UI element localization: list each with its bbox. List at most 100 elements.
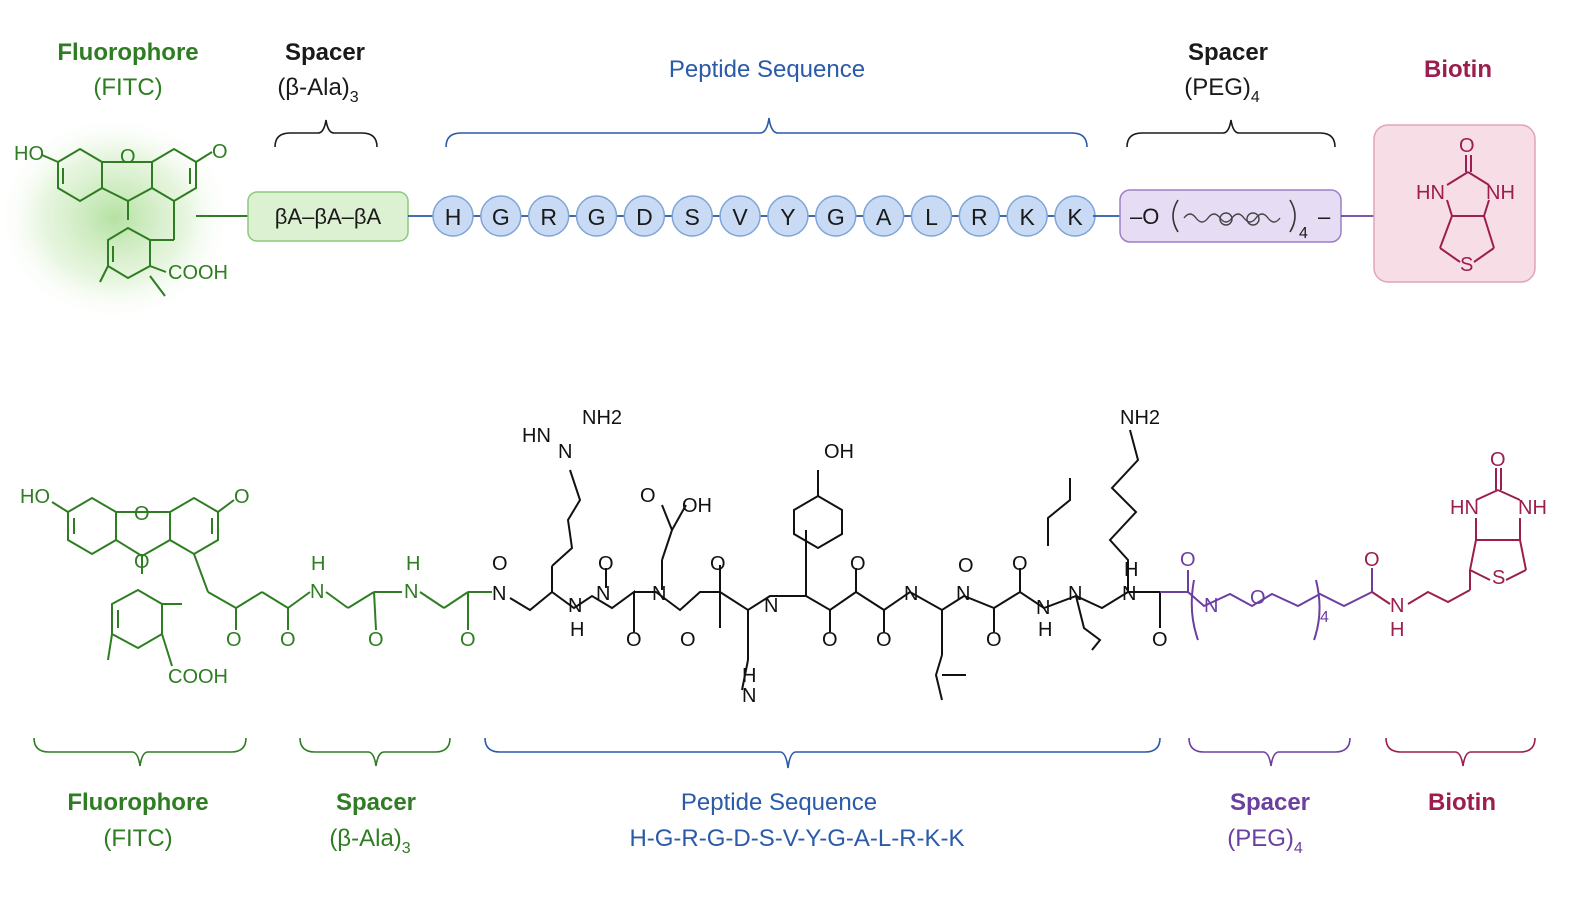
bottom-fluorophore-title: Fluorophore: [67, 789, 208, 816]
bottom-fitc-atom-o-ring1: O: [134, 503, 150, 525]
bottom-atom-nh2-lys: NH2: [1120, 407, 1160, 429]
bottom-beta-atom-o2: O: [280, 629, 296, 651]
svg-text:O: O: [680, 629, 696, 651]
residue-circle: [815, 195, 857, 237]
top-spacer1-subtitle: (β-Ala)3: [277, 74, 358, 106]
top-fitc-atom-ho: HO: [14, 143, 44, 165]
residue-label: S: [685, 204, 700, 230]
svg-text:O: O: [876, 629, 892, 651]
bottom-peptide-title: Peptide Sequence: [681, 789, 877, 816]
top-biotin-atom-nh: NH: [1486, 182, 1515, 204]
bottom-peptide-sequence: H-G-R-G-D-S-V-Y-G-A-L-R-K-K: [629, 825, 964, 852]
svg-text:O: O: [626, 629, 642, 651]
residue-label: V: [732, 204, 748, 230]
bottom-atom-oh-tyr: OH: [824, 441, 854, 463]
peg-box-content: –O 4 –: [1130, 199, 1331, 242]
residue-circle: [527, 195, 570, 237]
residue-circle: [767, 195, 809, 237]
bottom-beta-atom-o1: O: [226, 629, 242, 651]
bottom-beta-ala-structure: [287, 591, 492, 631]
peg-ring-2: [1246, 212, 1260, 226]
top-brace-peptide: [445, 117, 1088, 148]
svg-text:N: N: [1068, 583, 1082, 605]
top-biotin-title: Biotin: [1424, 56, 1492, 83]
svg-text:N: N: [742, 685, 756, 707]
bottom-brace-spacer1: [299, 737, 451, 767]
svg-text:O: O: [850, 553, 866, 575]
bottom-peg-o2: O: [1250, 587, 1266, 609]
residue-label: H: [445, 204, 462, 230]
svg-text:H: H: [570, 619, 584, 641]
svg-text:O: O: [986, 629, 1002, 651]
svg-text:N: N: [956, 583, 970, 605]
bottom-brace-biotin: [1385, 737, 1536, 767]
svg-text:O: O: [1012, 553, 1028, 575]
top-spacer2-title: Spacer: [1188, 39, 1268, 66]
top-brace-spacer1: [274, 119, 378, 148]
bottom-biotin-atom-o: O: [1490, 449, 1506, 471]
residue-circle: [862, 195, 905, 237]
top-fitc-atom-o-keto: O: [212, 141, 228, 163]
bottom-beta-atom-n1: N: [310, 581, 324, 603]
residue-circle: [623, 195, 666, 237]
bottom-atom-o-amide1: O: [492, 553, 508, 575]
bottom-fitc-atom-o-ring2: O: [134, 551, 150, 573]
svg-text:N: N: [596, 583, 610, 605]
bottom-atom-nh2-arg: NH2: [582, 407, 622, 429]
bottom-structure: HO O O O COOH O O H N O H N O: [20, 407, 1547, 857]
top-brace-spacer2: [1126, 119, 1336, 148]
svg-text:H: H: [1124, 559, 1138, 581]
bottom-beta-atom-h1: H: [311, 553, 325, 575]
bottom-atom-n-amide1: N: [492, 583, 506, 605]
top-biotin-atom-s: S: [1460, 254, 1473, 276]
bottom-biotin-atom-h-link: H: [1390, 619, 1404, 641]
top-fluorophore-title: Fluorophore: [57, 39, 198, 66]
residue-label: A: [876, 204, 892, 230]
bottom-peg-o1: O: [1180, 549, 1196, 571]
bottom-fitc-atom-ho: HO: [20, 486, 50, 508]
bottom-atom-o-asp: O: [640, 485, 656, 507]
residue-label: Y: [780, 204, 795, 230]
svg-text:H: H: [742, 665, 756, 687]
bottom-fitc-atom-cooh: COOH: [168, 666, 228, 688]
residue-label: R: [540, 204, 557, 230]
bottom-biotin-atom-o-link: O: [1364, 549, 1380, 571]
top-fluorophore-subtitle: (FITC): [93, 74, 162, 101]
bottom-atom-hn-arg: HN: [522, 425, 551, 447]
top-fitc-atom-cooh: COOH: [168, 262, 228, 284]
bottom-fitc-atom-o-keto: O: [234, 486, 250, 508]
residue-label: L: [925, 204, 938, 230]
svg-text:N: N: [568, 595, 582, 617]
beta-ala-box-label: βA–βA–βA: [275, 204, 382, 229]
peg-paren-close: [1289, 199, 1296, 233]
residue-circle: [432, 195, 474, 237]
top-fitc-structure: [41, 147, 248, 297]
svg-text:N: N: [764, 595, 778, 617]
bottom-biotin-atom-hn: HN: [1450, 497, 1479, 519]
bottom-biotin-atom-n-link: N: [1390, 595, 1404, 617]
top-peptide-title: Peptide Sequence: [669, 56, 865, 83]
top-schematic: Fluorophore (FITC) Spacer (β-Ala)3 Pepti…: [0, 39, 1536, 323]
bottom-atom-n-arg: N: [558, 441, 572, 463]
bottom-brace-peptide: [484, 737, 1161, 769]
svg-text:O: O: [598, 553, 614, 575]
svg-text:N: N: [1036, 597, 1050, 619]
bottom-peg-structure: [1160, 568, 1373, 641]
bottom-beta-atom-h2: H: [406, 553, 420, 575]
bottom-beta-atom-o4: O: [460, 629, 476, 651]
top-spacer2-subtitle: (PEG)4: [1184, 74, 1260, 106]
top-fitc-atom-o-ring: O: [120, 146, 136, 168]
top-spacer1-title: Spacer: [285, 39, 365, 66]
bottom-fluorophore-subtitle: (FITC): [103, 825, 172, 852]
residue-label: K: [1019, 204, 1035, 230]
peg-box-prefix: –O: [1130, 204, 1159, 229]
peg-box-subscript: 4: [1299, 225, 1308, 242]
bottom-atom-o-amide2: O: [710, 553, 726, 575]
bottom-brace-fluorophore: [33, 737, 247, 767]
bottom-biotin-title: Biotin: [1428, 789, 1496, 816]
svg-text:N: N: [904, 583, 918, 605]
bottom-peptide-backbone: [509, 429, 1161, 701]
bottom-peg-n: N: [1204, 595, 1218, 617]
